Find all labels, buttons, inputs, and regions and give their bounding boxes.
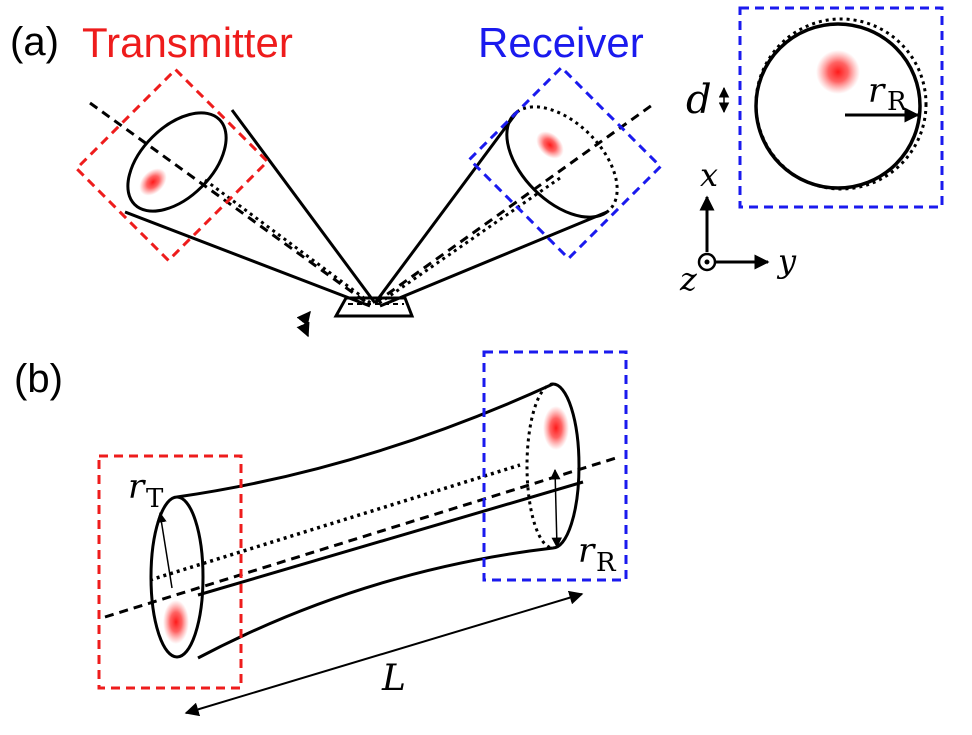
receiver-box-b <box>482 350 628 582</box>
transmitter-cone <box>124 109 377 308</box>
receiver-inset-box <box>738 6 944 209</box>
aperture-circle-dotted <box>754 17 928 191</box>
rR-symbol: r <box>578 531 596 571</box>
d-symbol: d <box>686 77 712 123</box>
receiver-beam-spot <box>536 131 564 159</box>
receiver-end-dotted <box>525 382 554 550</box>
rR-subscript: R <box>596 548 617 578</box>
transmitter-cone-edge-top <box>230 109 377 304</box>
rT-subscript: T <box>146 484 164 514</box>
length-arrow <box>184 590 584 717</box>
z-axis-label: z <box>679 260 698 298</box>
sample <box>296 296 415 338</box>
beam-bottom-edge <box>197 546 554 660</box>
coordinate-axes: x y z <box>679 156 797 298</box>
receiver-cone-dotted-edge <box>377 176 561 306</box>
transmitter-end-ellipse <box>149 495 205 659</box>
receiver-cone <box>373 105 619 308</box>
receiver-inset: r R d <box>686 6 944 209</box>
rT-symbol: r <box>128 467 146 507</box>
beam-axis-dotted <box>149 463 521 582</box>
panel-b: (b) r T r R L <box>14 350 628 717</box>
aperture-circle-solid <box>754 22 922 190</box>
receiver-end-solid <box>552 382 581 550</box>
beam-front-line <box>197 480 584 597</box>
transmitter-beam-spot <box>139 168 167 196</box>
transmitter-box-b <box>97 454 243 690</box>
inset-beam-spot <box>816 50 860 94</box>
receiver-aperture-dotted <box>516 105 619 214</box>
receiver-axis-line <box>374 101 656 305</box>
panel-b-label: (b) <box>14 357 63 401</box>
transmitter-end-spot <box>163 600 189 644</box>
transmitter-cone-edge-bottom <box>124 210 371 308</box>
transmitter-label: Transmitter <box>82 19 293 66</box>
transmitter-axis-line <box>89 101 371 307</box>
rR-inset-subscript: R <box>887 87 908 117</box>
transmitter-aperture <box>126 111 228 213</box>
L-symbol: L <box>381 658 406 699</box>
y-axis-label: y <box>776 242 797 280</box>
receiver-box <box>467 65 663 261</box>
rR-arrow <box>549 468 563 549</box>
receiver-aperture-solid <box>505 110 608 219</box>
rT-arrow <box>156 511 173 589</box>
z-axis-dot <box>704 259 710 265</box>
transmitter-box <box>74 67 270 263</box>
rR-inset-symbol: r <box>868 71 886 111</box>
x-axis-label: x <box>700 156 718 194</box>
beam-top-edge <box>176 382 554 499</box>
rotation-arrow <box>296 310 311 338</box>
receiver-label: Receiver <box>478 19 644 66</box>
receiver-end-spot <box>543 406 569 450</box>
panel-a: (a) Transmitter Receiver <box>10 6 944 338</box>
panel-a-label: (a) <box>10 20 59 64</box>
receiver-cone-edge-bottom <box>379 210 608 308</box>
sample-plate <box>333 296 415 318</box>
receiver-cone-edge-top <box>373 111 519 304</box>
